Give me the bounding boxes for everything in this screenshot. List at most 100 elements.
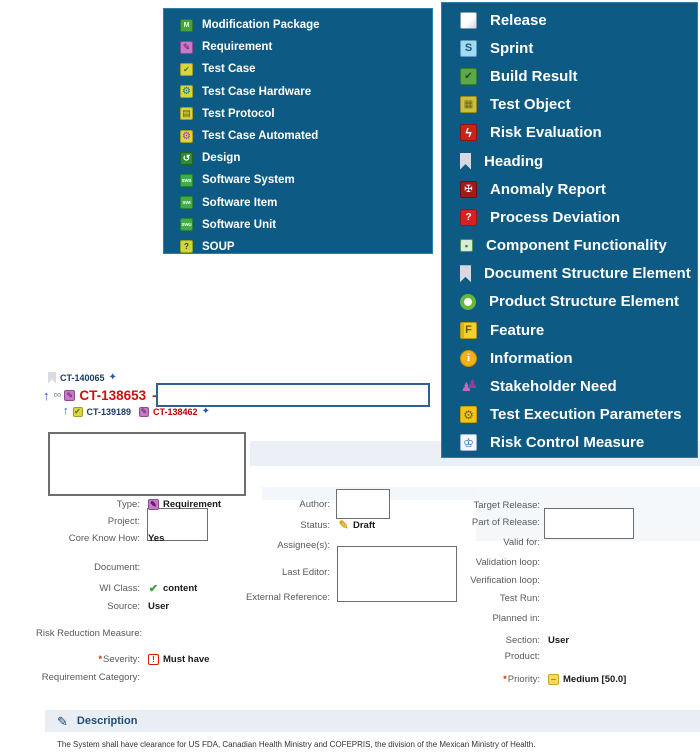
- risk-evaluation-icon: [460, 124, 477, 142]
- add-link-button[interactable]: ✦: [108, 372, 117, 383]
- menu-item-label: Test Case: [202, 63, 256, 76]
- field-label-text: Verification loop:: [470, 574, 540, 586]
- field-row-project: Project:: [36, 514, 148, 528]
- add-link-button[interactable]: ✦: [201, 406, 210, 417]
- menu-item-label: Build Result: [490, 67, 578, 85]
- field-row-verification-loop: Verification loop:: [436, 573, 548, 587]
- menu-item-document-structure-element[interactable]: Document Structure Element: [442, 260, 697, 288]
- menu-item-test-object[interactable]: Test Object: [442, 91, 697, 119]
- menu-item-label: Heading: [484, 152, 544, 170]
- field-value[interactable]: Must have: [148, 653, 210, 665]
- field-label-text: Document:: [94, 561, 140, 573]
- menu-item-information[interactable]: Information: [442, 344, 697, 372]
- field-label: Section:: [436, 635, 540, 646]
- field-label-text: Core Know How:: [68, 532, 140, 544]
- menu-item-heading[interactable]: Heading: [442, 147, 697, 175]
- empty-detail-box[interactable]: [48, 432, 246, 496]
- menu-item-risk-evaluation[interactable]: Risk Evaluation: [442, 119, 697, 147]
- menu-item-label: Process Deviation: [490, 208, 621, 226]
- field-label-text: Planned in:: [492, 612, 540, 624]
- child-work-item-link[interactable]: CT-139189: [86, 406, 132, 417]
- field-label-text: Section:: [505, 634, 540, 646]
- field-value-text: User: [148, 600, 170, 612]
- field-row-requirement-category: Requirement Category:: [36, 670, 148, 684]
- field-label: *Priority:: [436, 674, 540, 685]
- test-execution-parameters-icon: [460, 406, 477, 424]
- menu-item-anomaly-report[interactable]: Anomaly Report: [442, 175, 697, 203]
- menu-item-software-item[interactable]: Software Item: [164, 192, 432, 214]
- part-of-release-field-box[interactable]: [544, 508, 634, 539]
- menu-item-label: Component Functionality: [486, 237, 667, 255]
- field-row-core-know-how: Core Know How: Yes: [36, 531, 165, 545]
- software-unit-icon: [180, 218, 193, 232]
- field-row-risk-reduction-measure: Risk Reduction Measure:: [36, 626, 148, 640]
- menu-item-test-execution-parameters[interactable]: Test Execution Parameters: [442, 401, 697, 429]
- edit-pencil-icon[interactable]: ✎: [57, 713, 68, 729]
- field-value[interactable]: User: [148, 601, 169, 612]
- menu-item-requirement[interactable]: Requirement: [164, 36, 432, 58]
- priority-medium-icon: [548, 673, 559, 685]
- test-object-icon: [460, 96, 477, 114]
- menu-item-label: SOUP: [202, 240, 235, 253]
- field-row-status: Status:Draft: [226, 518, 375, 532]
- menu-item-feature[interactable]: Feature: [442, 316, 697, 344]
- child-work-item-link[interactable]: CT-138462: [153, 406, 198, 417]
- last-editor-field-box[interactable]: [337, 546, 457, 602]
- field-value[interactable]: content: [148, 583, 197, 594]
- parent-work-item-link[interactable]: CT-140065: [60, 372, 105, 383]
- field-value-text: Medium [50.0]: [563, 673, 627, 685]
- menu-item-test-case[interactable]: Test Case: [164, 58, 432, 80]
- menu-item-soup[interactable]: SOUP: [164, 236, 432, 258]
- information-icon: [460, 349, 477, 367]
- menu-item-test-case-automated[interactable]: Test Case Automated: [164, 125, 432, 147]
- field-label: External Reference:: [226, 592, 330, 603]
- field-value[interactable]: User: [548, 635, 569, 646]
- menu-item-label: Software Item: [202, 196, 278, 209]
- menu-item-design[interactable]: Design: [164, 147, 432, 169]
- menu-item-release[interactable]: Release: [442, 6, 697, 34]
- menu-item-component-functionality[interactable]: Component Functionality: [442, 232, 697, 260]
- description-section-header: ✎ Description: [45, 710, 700, 732]
- field-value[interactable]: Draft: [338, 520, 375, 531]
- current-work-item-id[interactable]: CT-138653: [79, 387, 147, 403]
- title-separator: -: [152, 387, 157, 403]
- field-row-external-reference: External Reference:: [226, 590, 338, 604]
- field-label: Last Editor:: [226, 567, 330, 578]
- field-label-text: Risk Reduction Measure:: [36, 627, 143, 639]
- field-label-text: Validation loop:: [475, 556, 540, 568]
- field-row-document: Document:: [36, 560, 148, 574]
- menu-item-test-protocol[interactable]: Test Protocol: [164, 103, 432, 125]
- field-label-text: Severity:: [103, 653, 140, 665]
- menu-item-process-deviation[interactable]: Process Deviation: [442, 203, 697, 231]
- menu-item-label: Modification Package: [202, 19, 320, 32]
- software-system-icon: [180, 173, 193, 187]
- field-value[interactable]: Yes: [148, 533, 164, 544]
- menu-item-risk-control-measure[interactable]: Risk Control Measure: [442, 429, 697, 457]
- menu-item-software-unit[interactable]: Software Unit: [164, 214, 432, 236]
- menu-item-stakeholder-need[interactable]: Stakeholder Need: [442, 372, 697, 400]
- requirement-icon: [180, 40, 193, 54]
- menu-item-build-result[interactable]: Build Result: [442, 62, 697, 90]
- project-field-box[interactable]: [147, 508, 208, 541]
- field-value[interactable]: Requirement: [148, 498, 221, 510]
- author-field-box[interactable]: [336, 489, 390, 519]
- field-value-text: Must have: [163, 653, 210, 665]
- menu-item-test-case-hardware[interactable]: Test Case Hardware: [164, 81, 432, 103]
- field-label: Validation loop:: [436, 557, 540, 568]
- field-value[interactable]: Medium [50.0]: [548, 673, 627, 685]
- field-label: Core Know How:: [36, 533, 140, 544]
- menu-item-software-system[interactable]: Software System: [164, 169, 432, 191]
- menu-item-product-structure-element[interactable]: Product Structure Element: [442, 288, 697, 316]
- requirement-icon: [148, 498, 159, 510]
- field-label: Risk Reduction Measure:: [36, 627, 143, 639]
- stakeholder-need-icon: [460, 378, 478, 395]
- software-item-icon: [180, 196, 193, 210]
- menu-item-sprint[interactable]: Sprint: [442, 34, 697, 62]
- menu-item-modification-package[interactable]: Modification Package: [164, 14, 432, 36]
- field-label: Planned in:: [436, 613, 540, 624]
- work-item-type-menu-right: ReleaseSprintBuild ResultTest ObjectRisk…: [441, 2, 698, 458]
- field-label-text: WI Class:: [99, 582, 140, 594]
- field-label-text: Priority:: [507, 673, 540, 685]
- title-input[interactable]: [156, 383, 430, 407]
